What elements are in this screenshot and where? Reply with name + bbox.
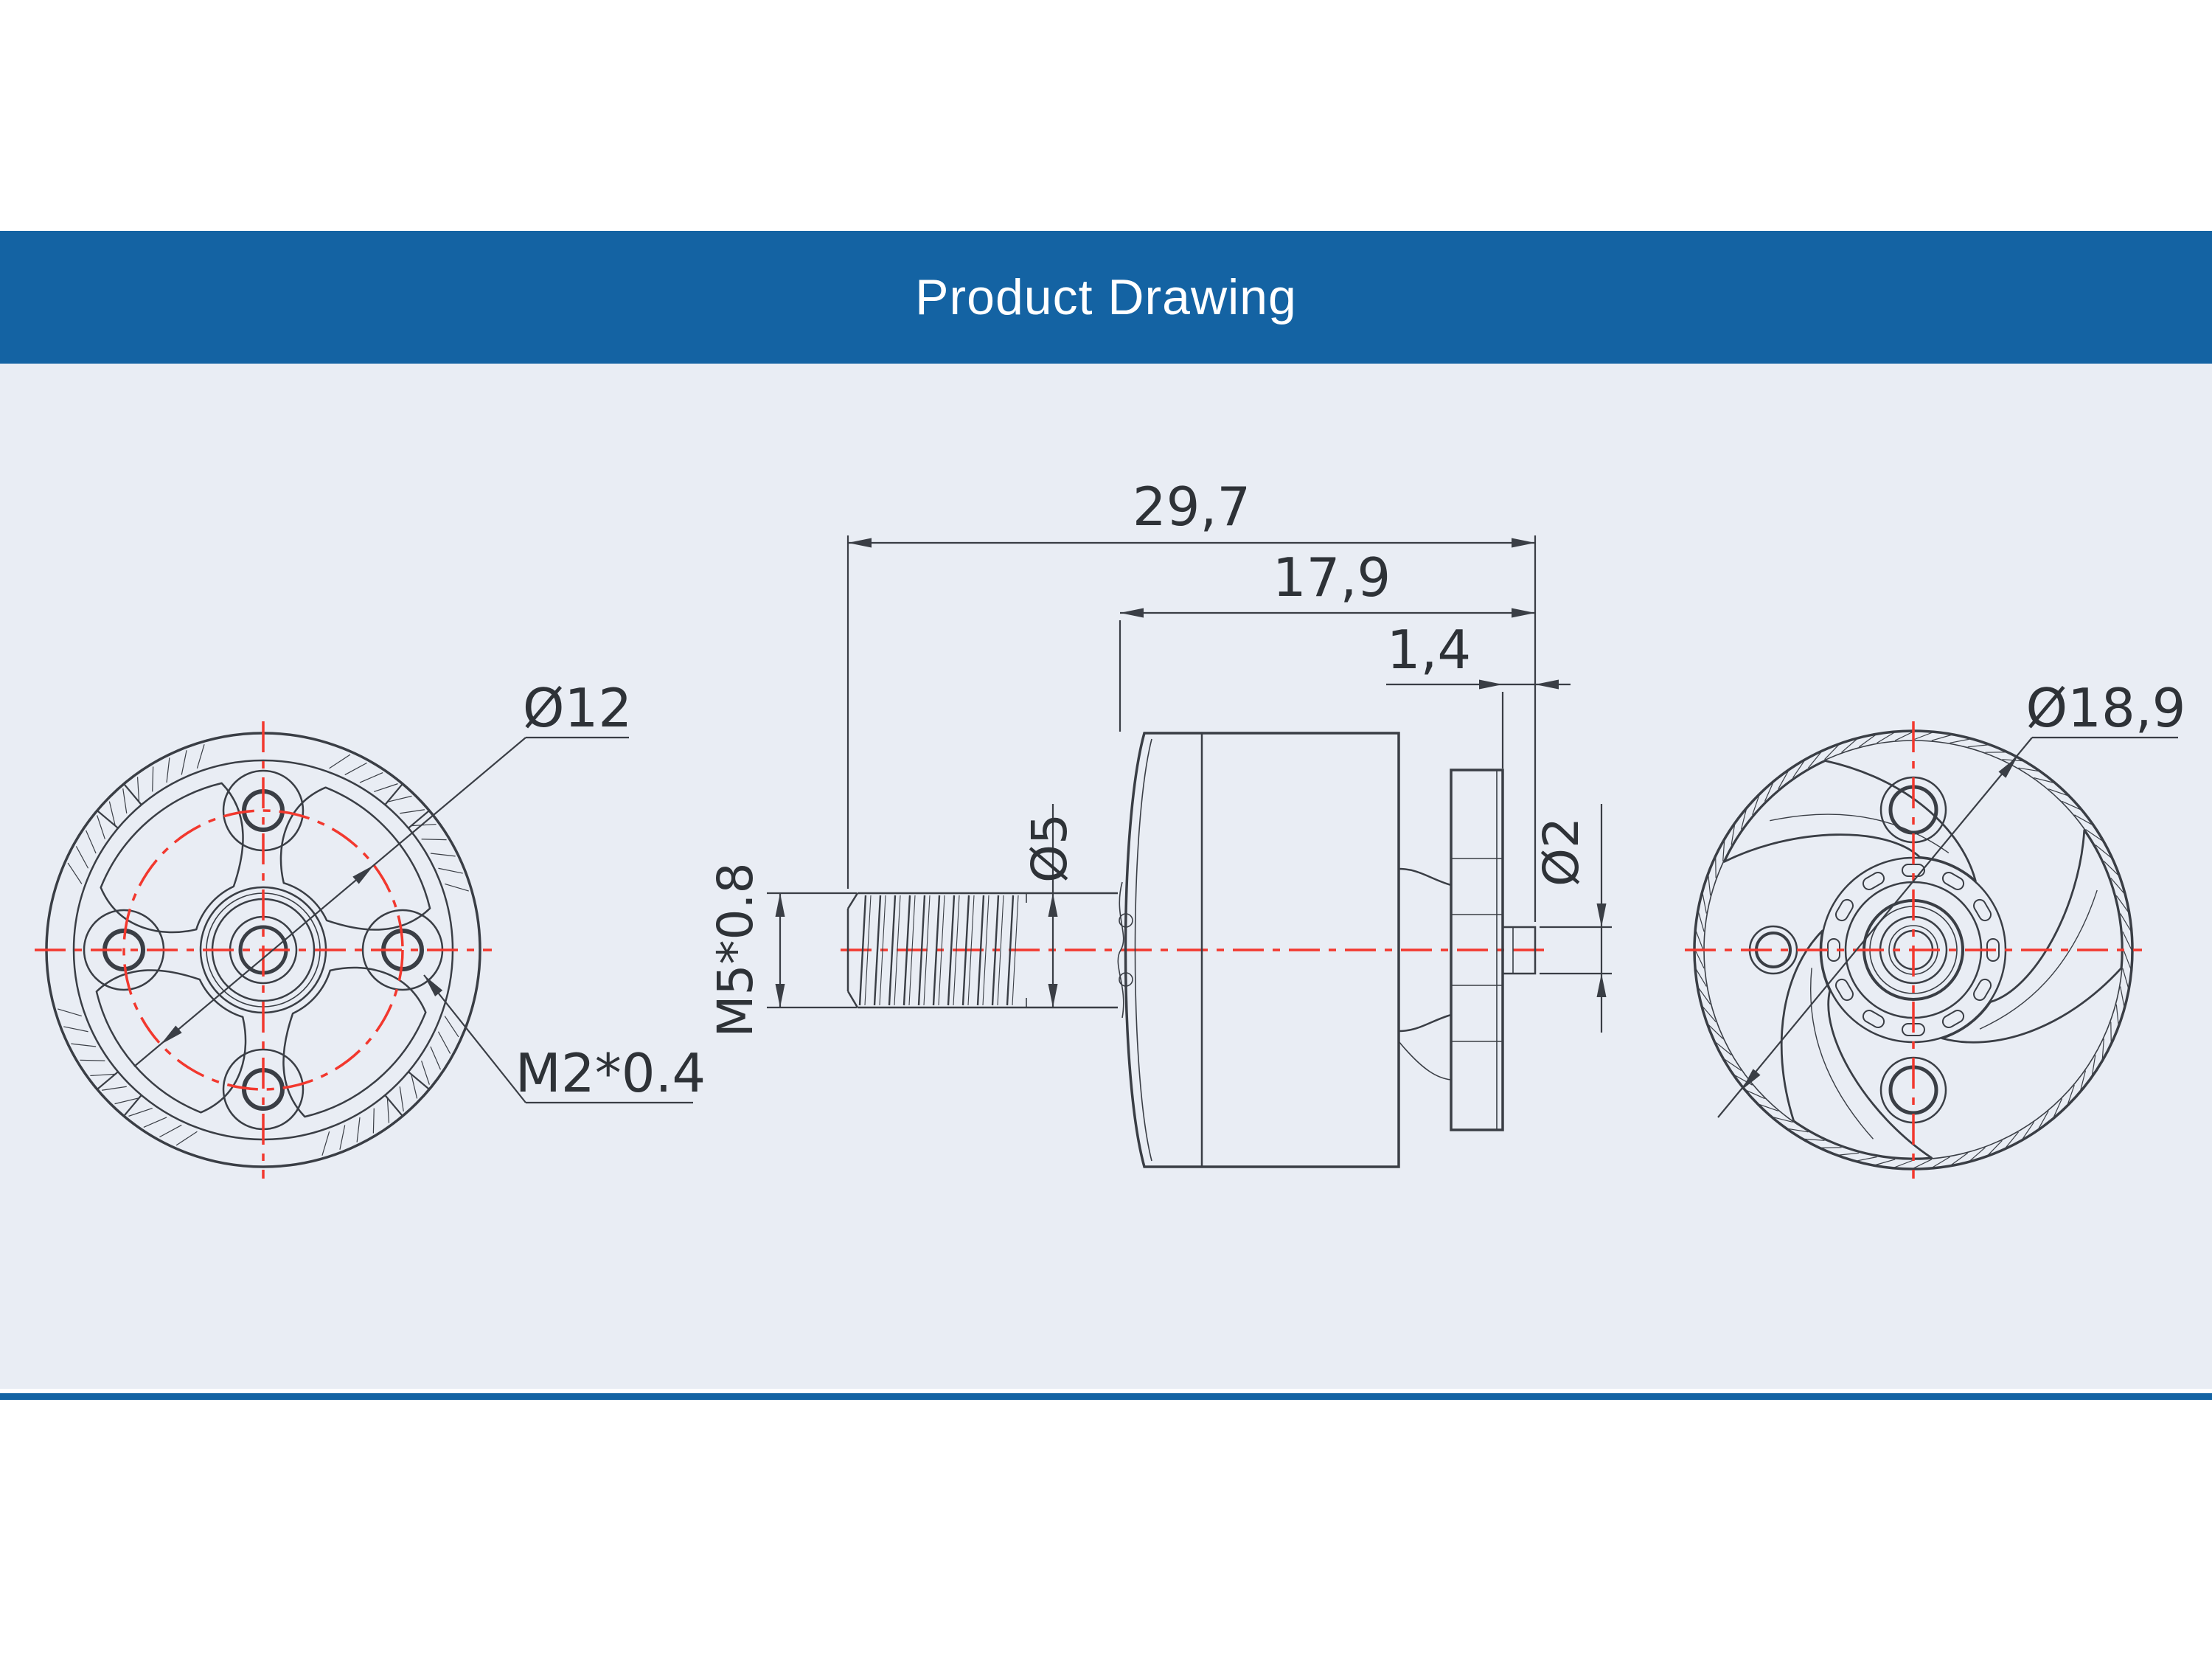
- rear-shaft-stub: [1501, 926, 1537, 975]
- dim-bolt-circle: Ø12: [523, 677, 632, 739]
- rear-spokes: [1723, 760, 2124, 1160]
- dim-outer-dia: Ø18,9: [2026, 677, 2186, 739]
- rear-view: [1685, 721, 2142, 1179]
- dim-rear-protrusion: 1,4: [1387, 619, 1472, 681]
- dim-mount-thread: M2*0.4: [515, 1042, 706, 1104]
- dimensions: 29,7 17,9 1,4 M5*0.8 Ø5 Ø2: [133, 476, 2186, 1118]
- shaft-thread: [846, 892, 1023, 1009]
- drawing-panel: [0, 364, 2212, 1389]
- front-rim-hatch: [58, 744, 469, 1156]
- dim-overall-length: 29,7: [1133, 476, 1251, 538]
- rear-centerlines: [1685, 721, 2142, 1179]
- side-view: [841, 732, 1548, 1168]
- shaft: [1023, 892, 1118, 1009]
- front-centerlines: [35, 721, 492, 1179]
- front-pinwheel-cutouts: [95, 782, 431, 1118]
- dim-shaft-dia: Ø5: [1021, 814, 1078, 883]
- stator-bracket: [1398, 867, 1452, 1081]
- bottom-divider-line: [0, 1393, 2212, 1400]
- page-title: Product Drawing: [915, 269, 1297, 325]
- dimension-arrows: [161, 538, 2017, 1090]
- dim-rear-shaft-dia: Ø2: [1533, 817, 1590, 887]
- header-bar: Product Drawing: [0, 231, 2212, 364]
- dim-body-length: 17,9: [1273, 547, 1391, 608]
- front-view: [35, 721, 492, 1179]
- dim-shaft-thread: M5*0.8: [707, 863, 764, 1038]
- front-rim-notches: [97, 783, 430, 1117]
- motor-bell: [1124, 732, 1400, 1168]
- rear-rim-knurl: [1694, 731, 2132, 1169]
